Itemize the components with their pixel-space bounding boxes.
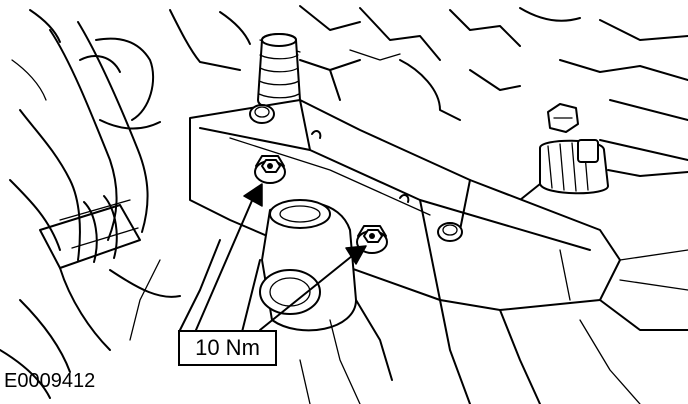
cylinder-head xyxy=(189,99,688,404)
left-injector xyxy=(257,33,361,110)
bolt-upper xyxy=(254,155,286,184)
figure-id: E0009412 xyxy=(4,370,96,392)
right-injector xyxy=(499,103,688,201)
coolant-hoses xyxy=(0,9,181,399)
bolt-lower xyxy=(356,225,388,254)
torque-label: 10 Nm xyxy=(195,335,260,360)
leader-arrows xyxy=(195,183,367,331)
torque-callout: 10 Nm xyxy=(178,330,277,366)
outlet-pipe xyxy=(129,199,393,404)
